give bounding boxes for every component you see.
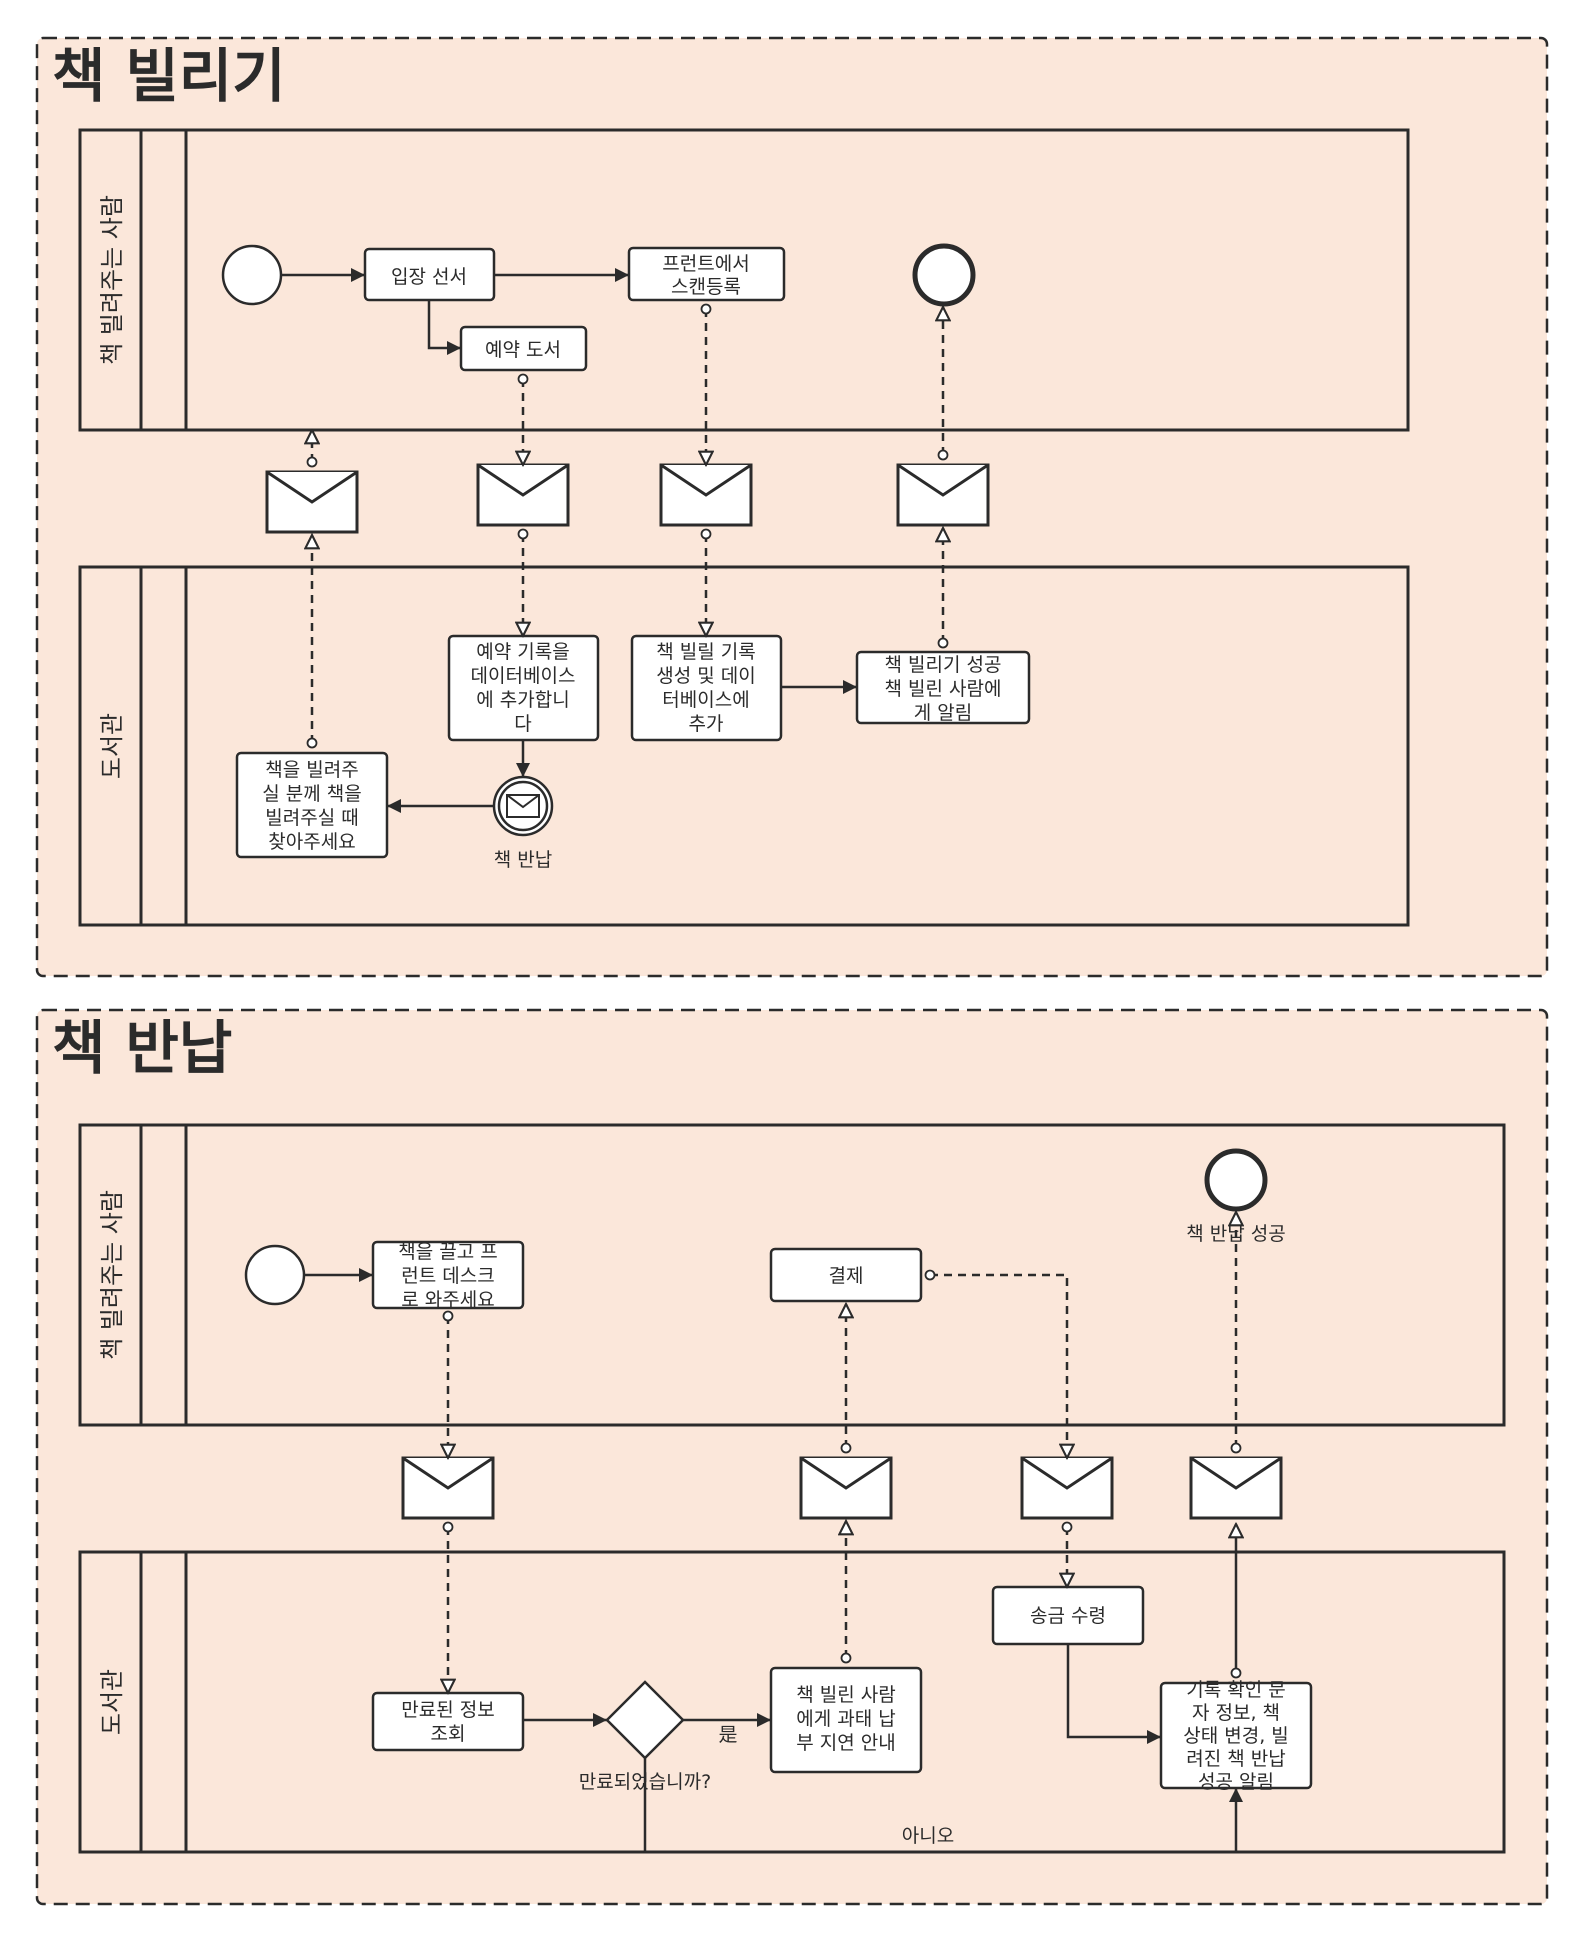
svg-text:터베이스에: 터베이스에 (662, 689, 749, 711)
task-check-expiry[interactable]: 만료된 정보 조회 (371, 1691, 525, 1752)
svg-text:부 지연 안내: 부 지연 안내 (796, 1732, 895, 1754)
message-envelope-icon (401, 1456, 495, 1520)
svg-text:생성 및 데이: 생성 및 데이 (656, 665, 755, 687)
sequence-flows-borrowing (281, 268, 857, 813)
svg-text:찾아주세요: 찾아주세요 (268, 831, 355, 853)
svg-text:추가: 추가 (689, 713, 724, 735)
svg-text:자 정보, 책: 자 정보, 책 (1192, 1702, 1280, 1724)
task-receive-remit[interactable]: 송금 수령 (991, 1585, 1145, 1646)
lane-label: 도서관 (98, 1669, 126, 1735)
pool-title-returning: 책 반납 (52, 1014, 232, 1082)
pool-title-borrowing: 책 빌리기 (52, 42, 286, 110)
lane-label: 책 빌려주는 사람 (98, 1190, 126, 1360)
lane-label: 책 빌려주는 사람 (98, 195, 126, 365)
svg-text:책 빌리기 성공: 책 빌리기 성공 (885, 654, 1002, 676)
svg-text:게 알림: 게 알림 (914, 702, 972, 724)
message-envelope-icon (896, 463, 990, 527)
svg-text:책을 끌고 프: 책을 끌고 프 (398, 1241, 497, 1263)
lane-label: 도서관 (98, 713, 126, 779)
no-label: 아니오 (902, 1825, 954, 1847)
svg-text:결제: 결제 (829, 1265, 864, 1287)
svg-text:예약 기록을: 예약 기록을 (476, 641, 569, 663)
message-envelope-icon (265, 470, 359, 534)
svg-text:에게 과태 납: 에게 과태 납 (796, 1708, 895, 1730)
svg-text:책 빌린 사람: 책 빌린 사람 (796, 1684, 895, 1706)
message-envelope-icon (659, 463, 753, 527)
task-reserve-book[interactable]: 예약 도서 (459, 325, 588, 372)
pool-borrowing: 책 빌리기 책 빌려주는 사람 도서관 입장 선서 예약 도서 (35, 36, 1549, 978)
svg-text:입장 선서: 입장 선서 (391, 266, 467, 288)
end-event[interactable] (1204, 1148, 1268, 1212)
start-event[interactable] (244, 1244, 306, 1306)
task-confirm-record[interactable]: 기록 확인 문 자 정보, 책 상태 변경, 빌 려진 책 반납 성공 알림 (1159, 1679, 1313, 1793)
message-flows-borrowing (312, 307, 943, 743)
svg-text:빌려주실 때: 빌려주실 때 (265, 807, 358, 829)
message-flows-returning (448, 1212, 1236, 1693)
svg-text:책 빌릴 기록: 책 빌릴 기록 (656, 641, 755, 663)
svg-text:성공 알림: 성공 알림 (1198, 1771, 1274, 1793)
task-create-record[interactable]: 책 빌릴 기록 생성 및 데이 터베이스에 추가 (630, 634, 783, 742)
pool-returning: 책 반납 책 빌려주는 사람 도서관 책 반납 성공 책을 끌고 프 런트 데스… (35, 1008, 1549, 1906)
task-visit-request[interactable]: 책을 빌려주 실 분께 책을 빌려주실 때 찾아주세요 (235, 751, 389, 859)
svg-text:상태 변경, 빌: 상태 변경, 빌 (1183, 1725, 1289, 1747)
message-envelope-icon (1189, 1456, 1283, 1520)
task-late-notice[interactable]: 책 빌린 사람 에게 과태 납 부 지연 안내 (769, 1666, 923, 1774)
task-enter-book[interactable]: 입장 선서 (363, 247, 496, 302)
svg-text:려진 책 반납: 려진 책 반납 (1186, 1748, 1285, 1770)
svg-text:책 빌린 사람에: 책 빌린 사람에 (885, 678, 1002, 700)
message-event-book-return[interactable] (492, 775, 554, 837)
lane-library-borrowing: 도서관 (78, 565, 1410, 927)
svg-text:예약 도서: 예약 도서 (485, 339, 561, 361)
task-bring-to-desk[interactable]: 책을 끌고 프 런트 데스크 로 와주세요 (371, 1240, 525, 1311)
event-label-book-return: 책 반납 (494, 849, 552, 871)
svg-text:런트 데스크: 런트 데스크 (401, 1265, 494, 1287)
task-add-reservation[interactable]: 예약 기록을 데이터베이스 에 추가합니 다 (447, 634, 600, 742)
end-event[interactable] (912, 243, 976, 307)
task-notify-success[interactable]: 책 빌리기 성공 책 빌린 사람에 게 알림 (855, 650, 1031, 725)
sequence-flows-returning (304, 1268, 1236, 1854)
svg-text:실 분께 책을: 실 분께 책을 (262, 783, 361, 805)
lane-lender-borrowing: 책 빌려주는 사람 (78, 128, 1410, 432)
task-front-scan[interactable]: 프런트에서 스캔등록 (627, 246, 786, 302)
svg-text:기록 확인 문: 기록 확인 문 (1186, 1679, 1285, 1701)
svg-text:만료된 정보: 만료된 정보 (401, 1699, 494, 1721)
lane-lender-returning: 책 빌려주는 사람 (78, 1123, 1506, 1427)
svg-text:에 추가합니: 에 추가합니 (476, 689, 569, 711)
message-envelope-icon (799, 1456, 893, 1520)
message-envelope-icon (1020, 1456, 1114, 1520)
svg-text:로 와주세요: 로 와주세요 (401, 1289, 494, 1311)
start-event[interactable] (221, 244, 283, 306)
no-label-bg (893, 1822, 963, 1846)
svg-text:다: 다 (514, 713, 531, 735)
message-envelope-icon (476, 463, 570, 527)
svg-text:데이터베이스: 데이터베이스 (471, 665, 576, 687)
task-payment[interactable]: 결제 (769, 1247, 923, 1303)
svg-text:프런트에서: 프런트에서 (662, 253, 749, 275)
svg-text:송금 수령: 송금 수령 (1030, 1605, 1106, 1627)
yes-label: 是 (718, 1724, 737, 1746)
svg-text:스캔등록: 스캔등록 (671, 276, 741, 298)
svg-text:조회: 조회 (431, 1723, 466, 1745)
svg-text:책을 빌려주: 책을 빌려주 (265, 759, 358, 781)
